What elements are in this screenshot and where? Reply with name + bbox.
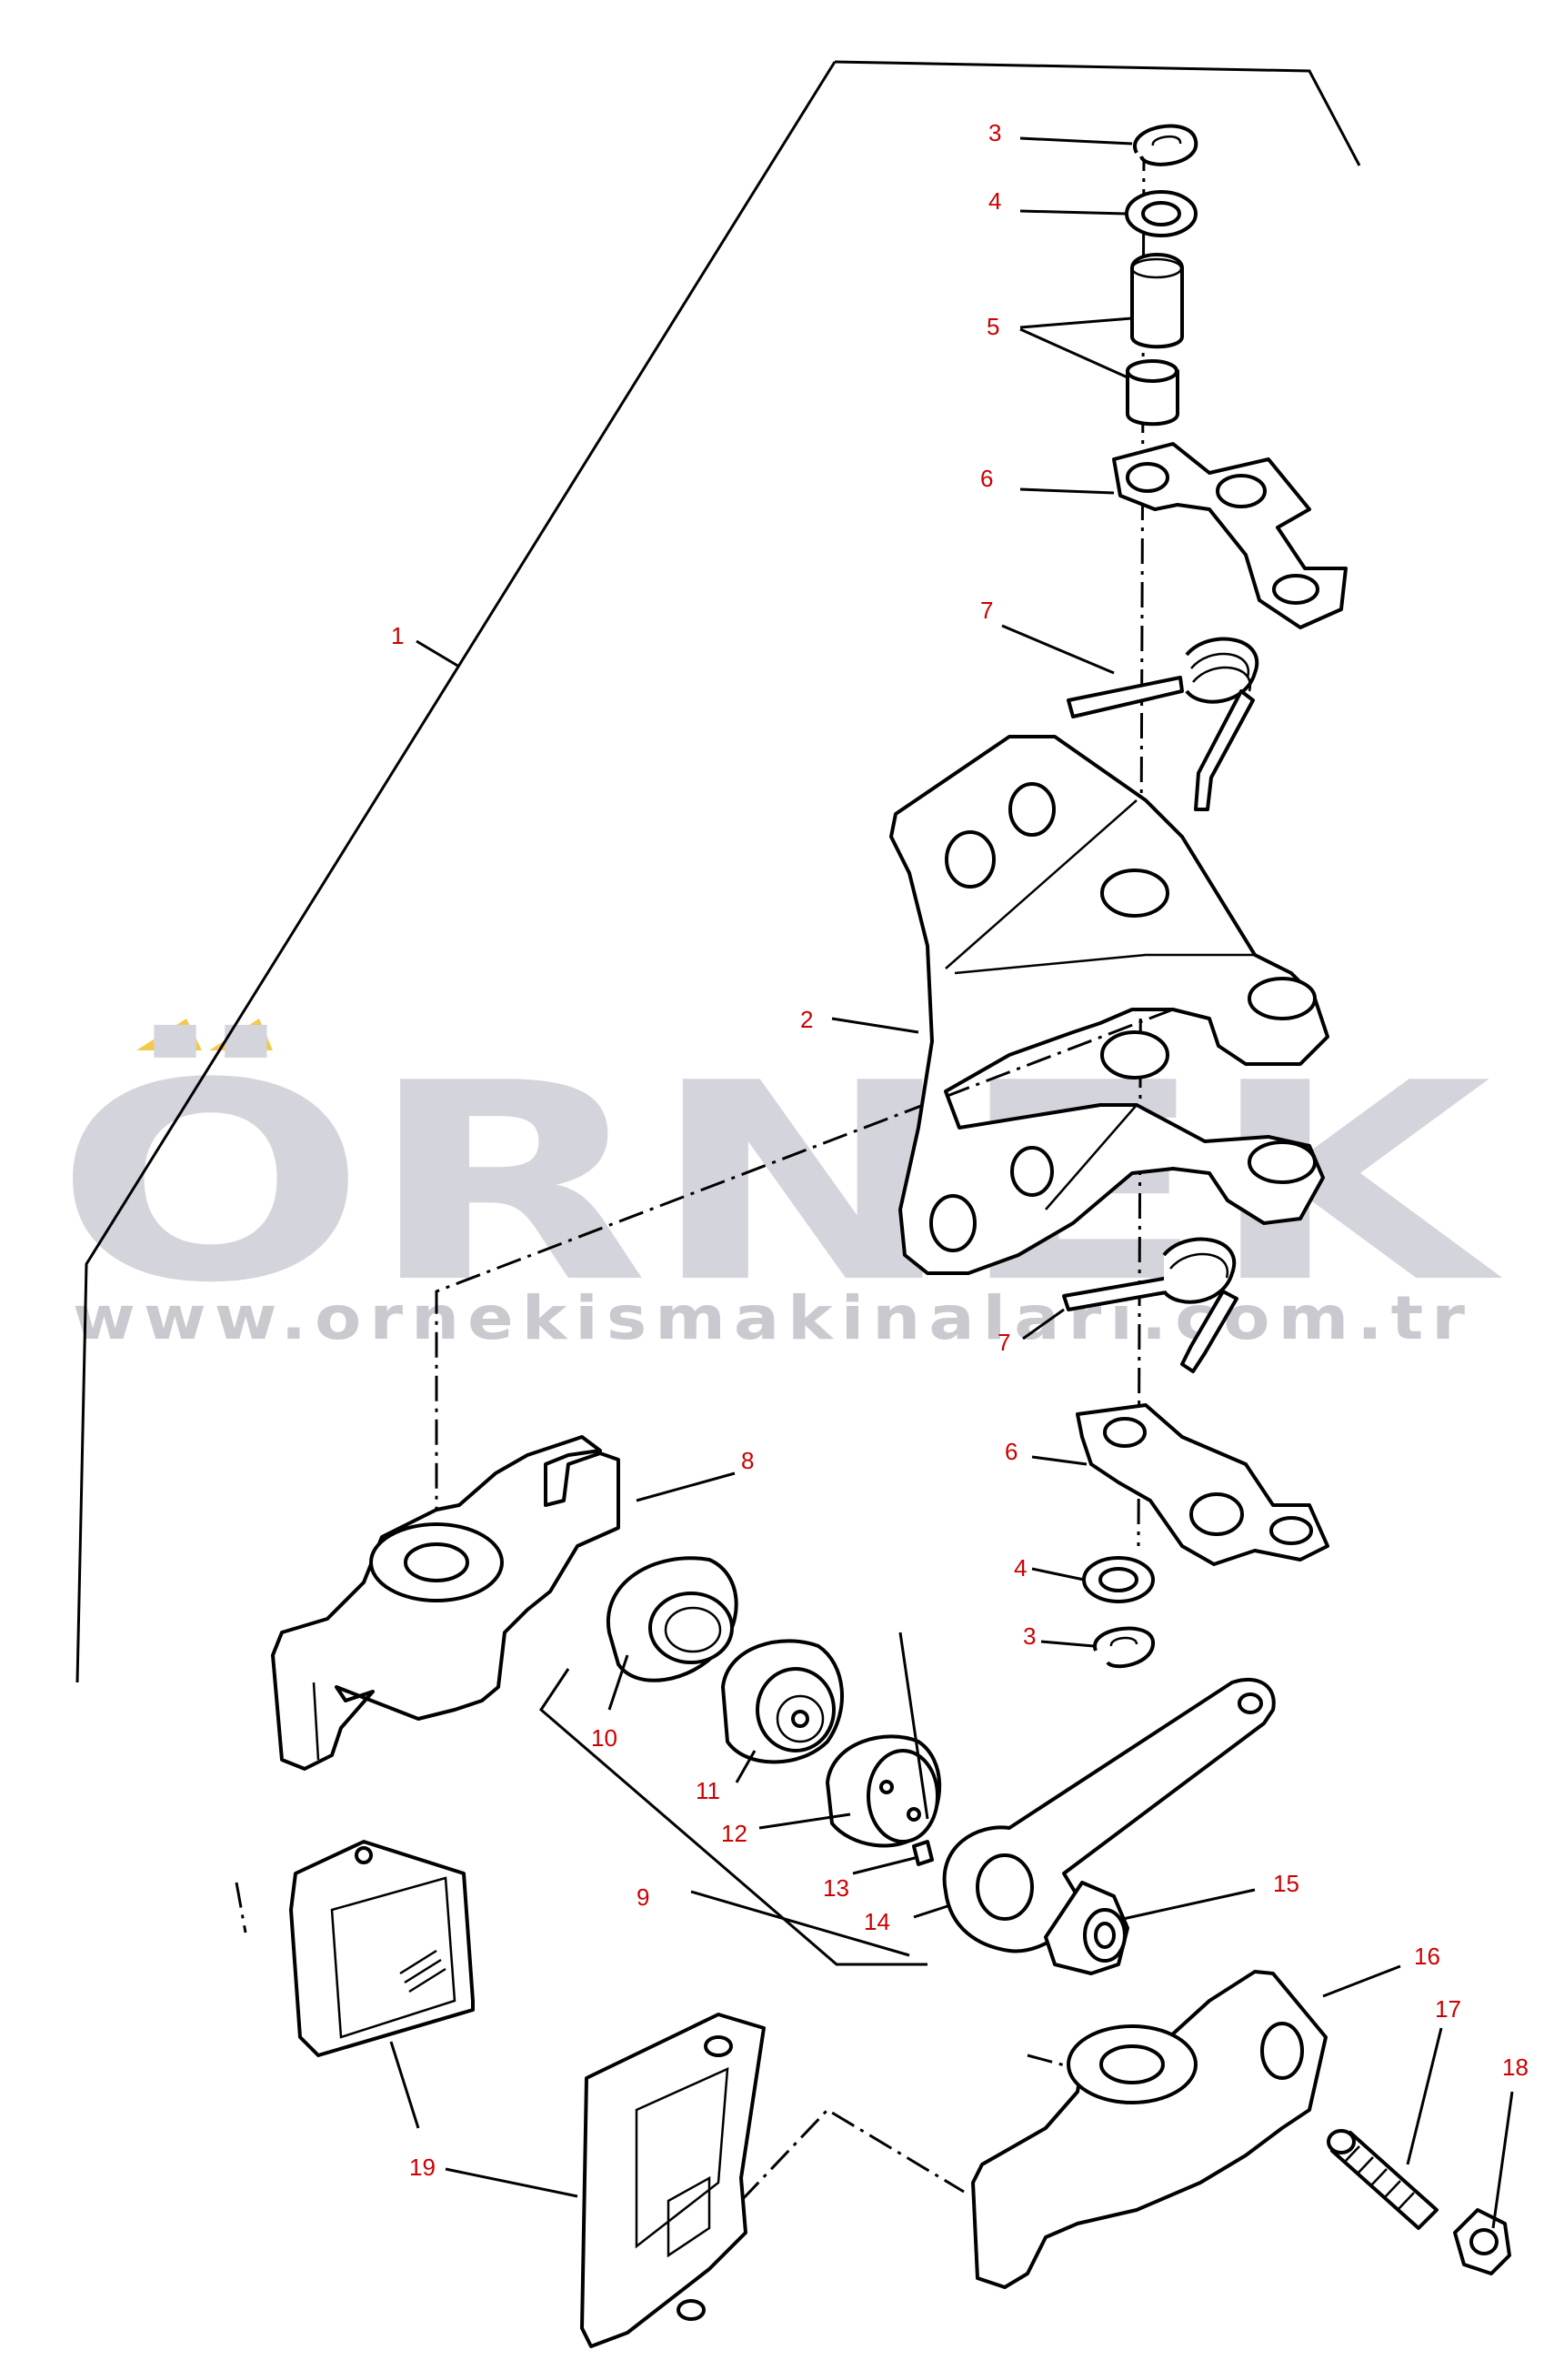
label-18: 18 [1502, 2054, 1529, 2081]
torsion-spring-lower [1062, 1237, 1238, 1373]
label-7-lower: 7 [998, 1329, 1010, 1356]
label-6-lower: 6 [1005, 1438, 1018, 1465]
bracket-lower [1076, 1403, 1329, 1566]
label-2: 2 [800, 1006, 813, 1033]
washer-lower [1082, 1556, 1155, 1603]
label-16: 16 [1414, 1943, 1440, 1970]
label-10: 10 [591, 1724, 617, 1752]
pin-bushing [1126, 253, 1184, 427]
label-3-lower: 3 [1023, 1622, 1036, 1650]
label-9: 9 [637, 1883, 649, 1911]
lever-arm-upper [271, 1435, 620, 1771]
adjuster-nut [1044, 1881, 1129, 1975]
label-15: 15 [1273, 1870, 1299, 1897]
snap-ring-lower [1093, 1626, 1155, 1669]
lock-nut [1453, 2208, 1511, 2275]
label-8: 8 [741, 1447, 754, 1474]
bracket-upper [1112, 442, 1348, 629]
pad-axis-line-right [739, 2108, 965, 2203]
label-4-lower: 4 [1014, 1554, 1027, 1582]
adjusting-bolt [1327, 2129, 1439, 2230]
label-6-upper: 6 [980, 465, 993, 492]
pad-axis-line-left [235, 1882, 247, 1933]
brake-pad-right [580, 2013, 766, 2348]
label-11: 11 [696, 1777, 720, 1804]
assembly-boundary-line-left [75, 61, 837, 1683]
link-arm [942, 1677, 1276, 1953]
label-12: 12 [721, 1820, 747, 1847]
leader-lines [389, 136, 1514, 2229]
label-13: 13 [823, 1874, 849, 1902]
label-4-upper: 4 [988, 187, 1001, 215]
piston [721, 1639, 844, 1764]
bushing-ring [606, 1556, 738, 1682]
label-14: 14 [864, 1908, 890, 1935]
label-17: 17 [1435, 1995, 1461, 2023]
label-1: 1 [391, 622, 404, 649]
label-7-upper: 7 [980, 597, 993, 624]
caliper-body [889, 735, 1329, 1275]
washer-upper [1125, 190, 1198, 237]
lever-arm-lower [971, 1970, 1328, 2289]
snap-ring-upper [1133, 124, 1198, 166]
label-5: 5 [987, 313, 999, 340]
watermark-accent-left [136, 1019, 202, 1050]
brake-pad-left [289, 1840, 475, 2057]
label-19: 19 [409, 2154, 436, 2181]
assembly-boundary-line [834, 60, 1361, 166]
watermark-url: www.ornekismakinalari.com.tr [73, 1283, 1473, 1353]
torsion-spring-upper [1067, 637, 1259, 811]
small-pin [912, 1840, 934, 1866]
label-3-upper: 3 [988, 119, 1001, 146]
part-labels: 1 2 3 4 5 6 7 7 6 4 3 8 10 11 12 13 9 14… [391, 119, 1529, 2181]
